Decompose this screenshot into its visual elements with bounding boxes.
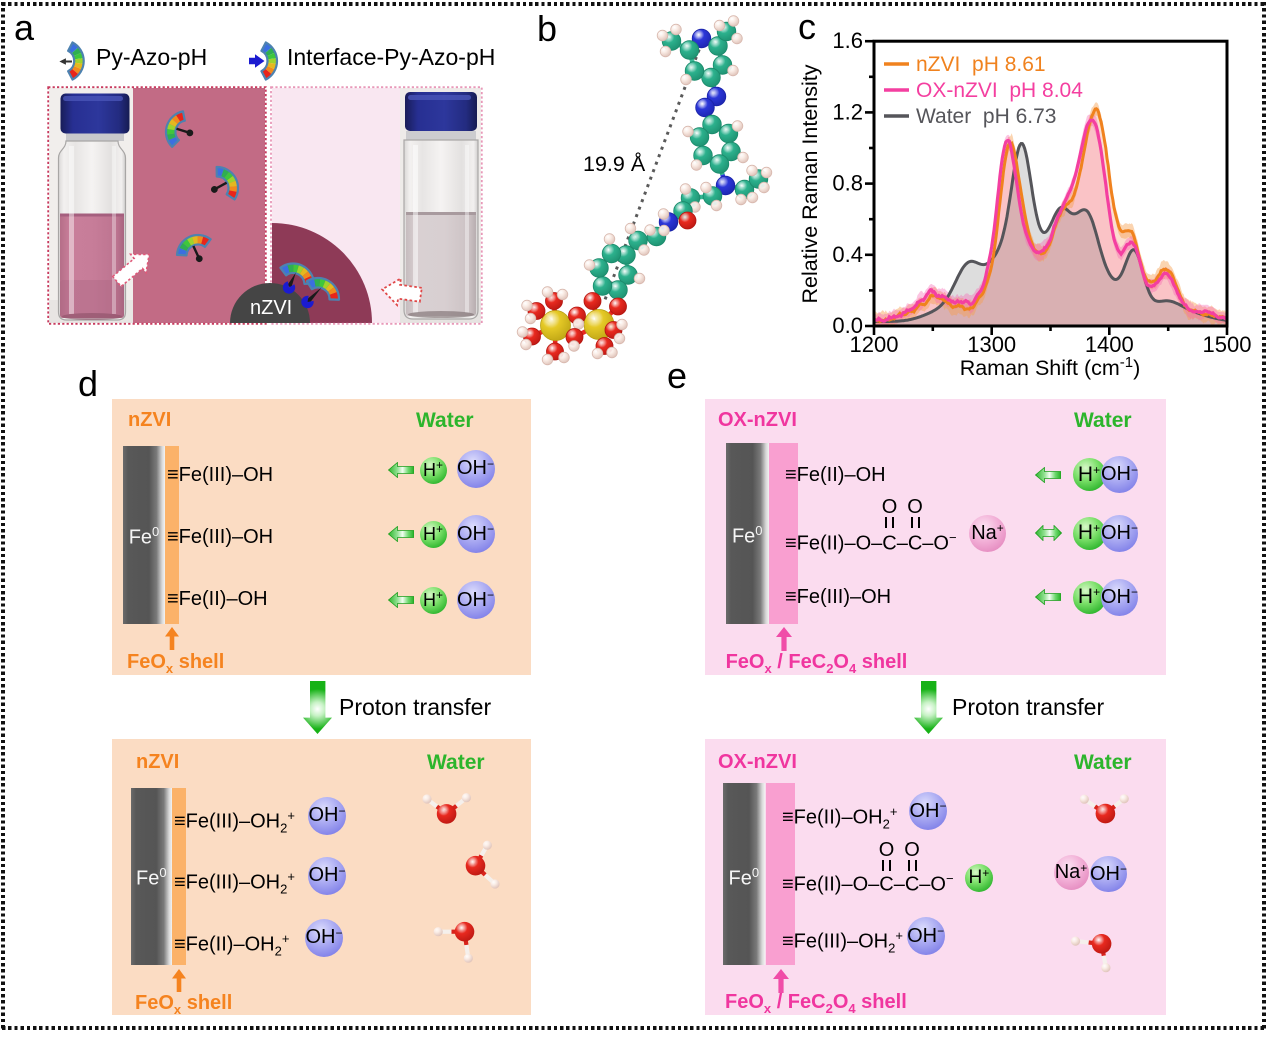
svg-text:nZVI pH 8.61: nZVI pH 8.61 — [916, 53, 1046, 76]
svg-text:0.4: 0.4 — [832, 242, 863, 267]
svg-text:1.2: 1.2 — [832, 99, 863, 124]
svg-text:Raman Shift (cm-1): Raman Shift (cm-1) — [960, 354, 1141, 381]
svg-text:Py-Azo-pH: Py-Azo-pH — [96, 44, 207, 70]
svg-text:OX-nZVI pH 8.04: OX-nZVI pH 8.04 — [916, 79, 1083, 102]
svg-text:nZVI: nZVI — [250, 297, 292, 319]
svg-text:1400: 1400 — [1085, 332, 1134, 357]
svg-text:0.8: 0.8 — [832, 171, 863, 196]
svg-text:Interface-Py-Azo-pH: Interface-Py-Azo-pH — [287, 44, 495, 70]
svg-text:0.0: 0.0 — [832, 313, 863, 338]
svg-text:1200: 1200 — [850, 332, 899, 357]
svg-text:1300: 1300 — [967, 332, 1016, 357]
svg-text:1500: 1500 — [1203, 332, 1252, 357]
svg-text:19.9 Å: 19.9 Å — [583, 152, 646, 176]
svg-text:1.6: 1.6 — [832, 28, 863, 53]
svg-text:Water pH 6.73: Water pH 6.73 — [916, 105, 1056, 128]
svg-text:Relative Raman Intensity: Relative Raman Intensity — [798, 64, 822, 303]
